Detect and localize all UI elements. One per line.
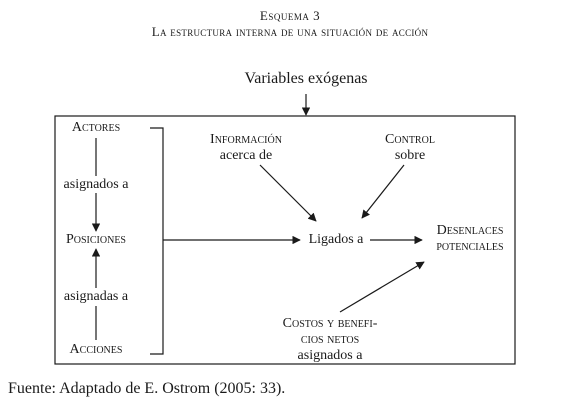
assigned-to-label-bottom: asignadas a (63, 289, 129, 304)
costs-node: Costos y benefi- (282, 316, 378, 331)
outcomes-node: Desenlaces (436, 223, 504, 238)
information-node: Información (210, 132, 282, 147)
control-node: Control (385, 132, 435, 147)
actors-node: Actores (71, 120, 121, 135)
figure-title: La estructura interna de una situación d… (151, 24, 429, 39)
control-sublabel: sobre (394, 148, 426, 163)
bracket (150, 127, 164, 355)
costs-sublabel-2: asignados a (297, 348, 363, 363)
information-sublabel: acerca de (219, 148, 273, 163)
figure-label: Esquema 3 (259, 8, 321, 23)
assigned-to-label-top: asignados a (63, 177, 129, 192)
outcomes-sublabel: potenciales (436, 239, 504, 254)
costs-sublabel-1: cios netos (300, 332, 360, 347)
linked-node: Ligados a (308, 232, 364, 247)
information-arrow (259, 164, 317, 222)
exogenous-variables-label: Variables exógenas (244, 70, 368, 87)
positions-node: Posiciones (65, 232, 126, 247)
control-arrow (361, 164, 405, 219)
actions-node: Acciones (69, 342, 123, 357)
costs-arrow (339, 261, 425, 313)
source-note: Fuente: Adaptado de E. Ostrom (2005: 33)… (8, 380, 286, 397)
action-situation-frame (54, 115, 516, 365)
